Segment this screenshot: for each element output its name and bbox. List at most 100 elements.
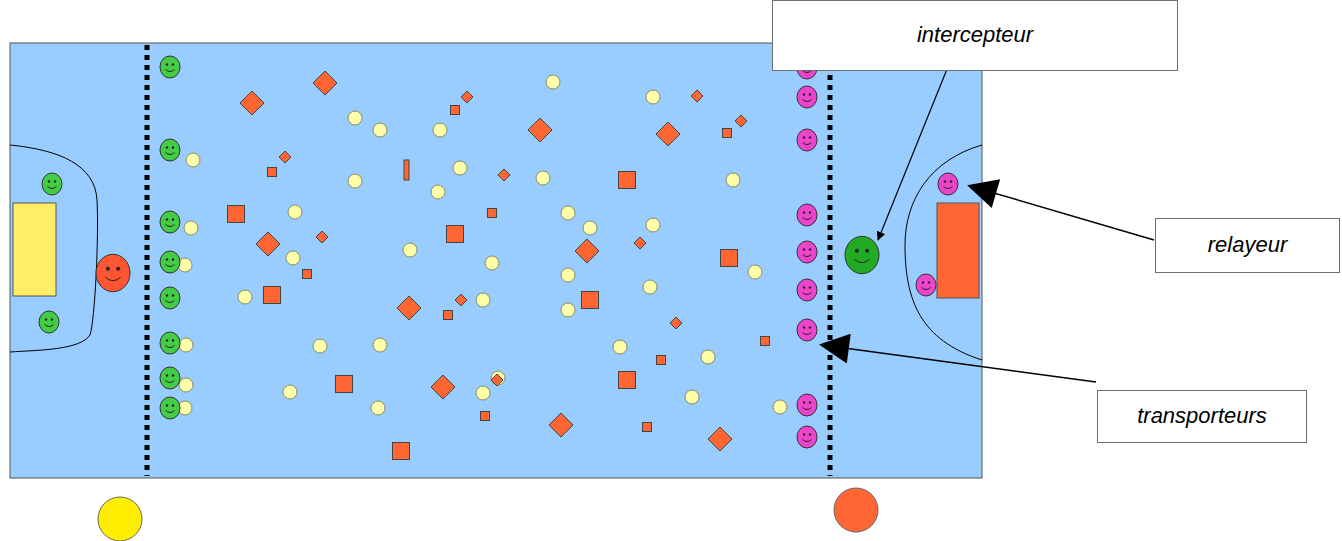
ball bbox=[453, 161, 467, 175]
diamond-object bbox=[461, 91, 473, 103]
player-face bbox=[160, 56, 180, 78]
dotted-line bbox=[145, 45, 150, 476]
player-face bbox=[797, 86, 817, 108]
ball bbox=[643, 280, 657, 294]
zone-line bbox=[10, 145, 98, 352]
player-face bbox=[797, 204, 817, 226]
diamond-object bbox=[256, 232, 280, 256]
ball bbox=[561, 268, 575, 282]
square-object bbox=[228, 206, 245, 223]
player-face bbox=[797, 129, 817, 151]
square-object bbox=[451, 106, 460, 115]
player-face bbox=[160, 397, 180, 419]
player-face bbox=[39, 311, 59, 333]
player-face bbox=[916, 274, 936, 296]
bar-object bbox=[404, 160, 409, 180]
leader-arrow bbox=[822, 345, 1096, 382]
player-face bbox=[160, 287, 180, 309]
diamond-object bbox=[397, 296, 421, 320]
ball bbox=[238, 290, 252, 304]
ball bbox=[646, 90, 660, 104]
player-face bbox=[797, 319, 817, 341]
ball bbox=[403, 243, 417, 257]
ball bbox=[476, 386, 490, 400]
callout-label: transporteurs bbox=[1137, 403, 1267, 429]
player-face bbox=[160, 139, 180, 161]
diamond-object bbox=[455, 294, 467, 306]
player-face bbox=[160, 367, 180, 389]
ball bbox=[685, 390, 699, 404]
square-object bbox=[303, 270, 312, 279]
callout-label: relayeur bbox=[1208, 232, 1287, 258]
square-object bbox=[268, 168, 277, 177]
callout-label: intercepteur bbox=[917, 22, 1033, 48]
diamond-object bbox=[316, 231, 328, 243]
player-face bbox=[938, 173, 958, 195]
diamond-object bbox=[491, 374, 503, 386]
leader-arrow bbox=[970, 186, 1154, 240]
ball bbox=[701, 350, 715, 364]
square-object bbox=[721, 250, 738, 267]
square-object bbox=[444, 311, 453, 320]
diamond-object bbox=[498, 169, 510, 181]
ball bbox=[179, 338, 193, 352]
ball bbox=[726, 173, 740, 187]
ball bbox=[536, 171, 550, 185]
player-face bbox=[160, 211, 180, 233]
ball bbox=[583, 221, 597, 235]
square-object bbox=[657, 356, 666, 365]
square-object bbox=[761, 337, 770, 346]
square-object bbox=[582, 292, 599, 309]
player-face bbox=[797, 426, 817, 448]
goal-yellow bbox=[13, 203, 56, 296]
diamond-object bbox=[431, 375, 455, 399]
player-face bbox=[160, 251, 180, 273]
ball bbox=[373, 338, 387, 352]
zone-line bbox=[905, 145, 982, 360]
player-face bbox=[160, 332, 180, 354]
diamond-object bbox=[691, 90, 703, 102]
diamond-object bbox=[549, 413, 573, 437]
diamond-object bbox=[279, 151, 291, 163]
diamond-object bbox=[313, 71, 337, 95]
diamond-object bbox=[575, 239, 599, 263]
ball bbox=[373, 123, 387, 137]
ball bbox=[491, 371, 505, 385]
player-face bbox=[797, 394, 817, 416]
square-object bbox=[619, 372, 636, 389]
ball bbox=[371, 401, 385, 415]
ball bbox=[485, 256, 499, 270]
ball bbox=[646, 218, 660, 232]
square-object bbox=[481, 412, 490, 421]
diamond-object bbox=[708, 427, 732, 451]
team-orange-marker bbox=[834, 488, 878, 532]
diamond-object bbox=[240, 91, 264, 115]
ball bbox=[561, 206, 575, 220]
ball bbox=[546, 75, 560, 89]
ball bbox=[476, 293, 490, 307]
player-face bbox=[42, 173, 62, 195]
ball bbox=[748, 265, 762, 279]
callout-box: intercepteur bbox=[772, 0, 1178, 71]
player-face bbox=[797, 241, 817, 263]
ball bbox=[313, 339, 327, 353]
ball bbox=[561, 303, 575, 317]
square-object bbox=[447, 226, 464, 243]
team-yellow-marker bbox=[98, 497, 142, 541]
dotted-line bbox=[828, 45, 833, 476]
ball bbox=[283, 385, 297, 399]
ball bbox=[433, 123, 447, 137]
square-object bbox=[393, 443, 410, 460]
player-face bbox=[797, 279, 817, 301]
ball bbox=[773, 400, 787, 414]
square-object bbox=[643, 423, 652, 432]
square-object bbox=[336, 376, 353, 393]
callout-box: transporteurs bbox=[1097, 390, 1307, 443]
diamond-object bbox=[670, 317, 682, 329]
diamond-object bbox=[735, 115, 747, 127]
field-ground bbox=[10, 43, 982, 478]
diamond-object bbox=[528, 118, 552, 142]
